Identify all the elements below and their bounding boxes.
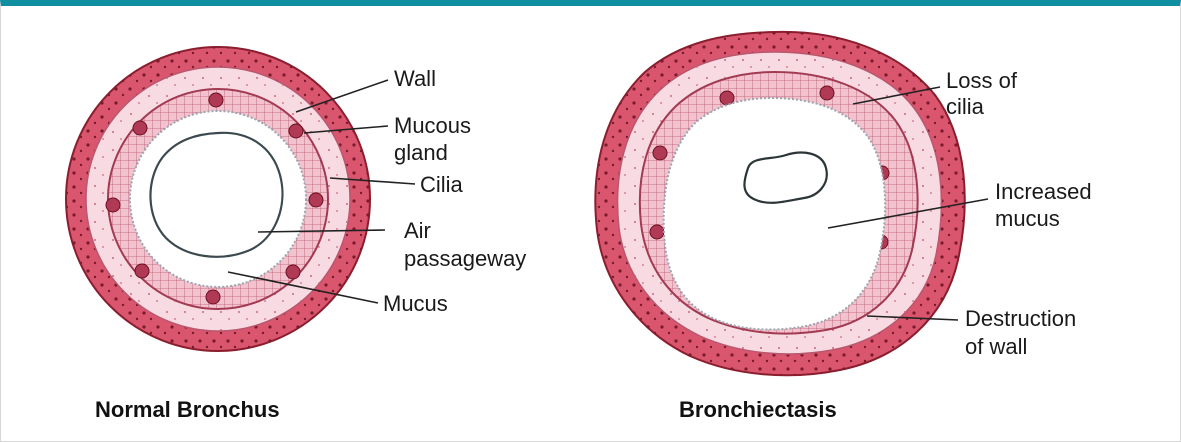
label-air-line1: Air (404, 218, 431, 243)
caption-bronchiectasis: Bronchiectasis (679, 397, 837, 422)
label-loss-of-cilia-line2: cilia (946, 94, 985, 119)
label-increased-mucus-line1: Increased (995, 179, 1092, 204)
label-loss-of-cilia-line1: Loss of (946, 68, 1018, 93)
label-increased-mucus-line2: mucus (995, 206, 1060, 231)
normal-air-passageway (150, 133, 282, 257)
label-wall: Wall (394, 66, 436, 91)
label-cilia: Cilia (420, 172, 464, 197)
label-destruction-of-wall-line2: of wall (965, 334, 1027, 359)
label-mucus: Mucus (383, 291, 448, 316)
bronchiectasis-air-pocket (744, 153, 826, 203)
label-destruction-of-wall-line1: Destruction (965, 306, 1076, 331)
bronchiectasis-increased-mucus (664, 98, 885, 330)
label-mucous-gland-line1: Mucous (394, 113, 471, 138)
normal-bronchus-illustration (66, 47, 370, 351)
label-mucous-gland-line2: gland (394, 140, 448, 165)
label-air-line2: passageway (404, 246, 526, 271)
bronchiectasis-illustration (595, 32, 964, 375)
caption-normal-bronchus: Normal Bronchus (95, 397, 280, 422)
